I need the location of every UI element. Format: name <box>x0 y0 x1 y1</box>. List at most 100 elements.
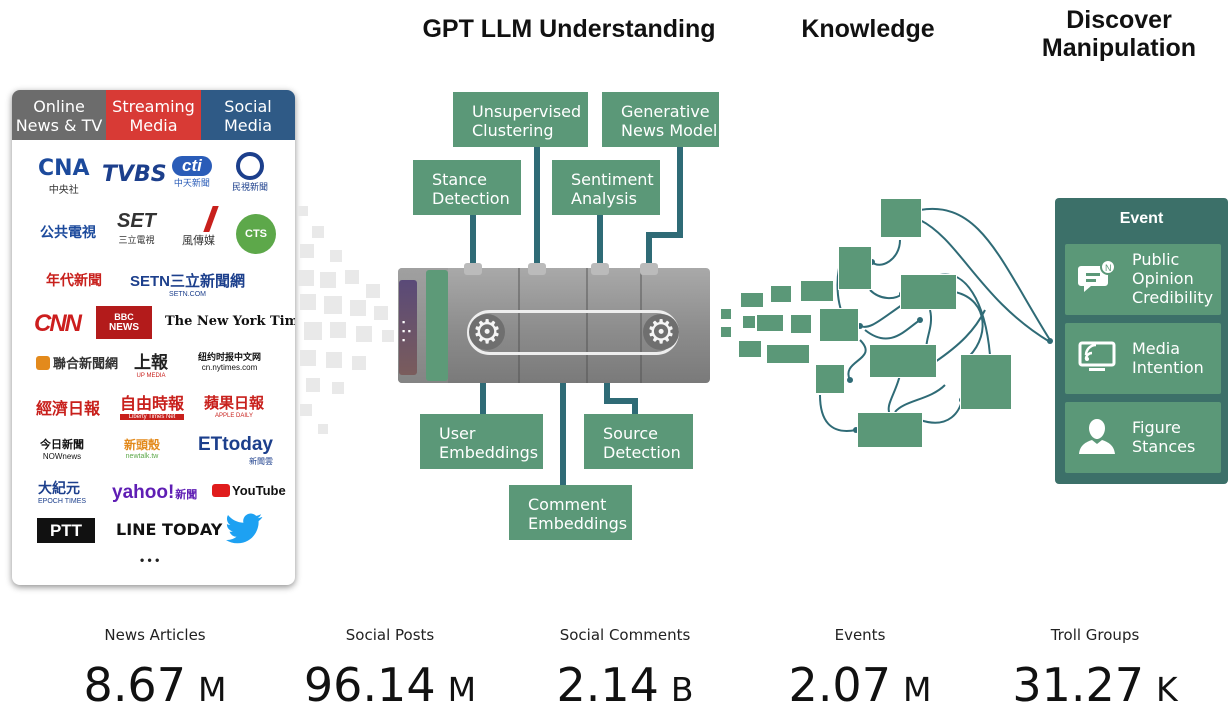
stream-node <box>740 292 764 308</box>
epoch-times-logo: 大紀元 EPOCH TIMES <box>38 478 86 505</box>
twitter-bird-icon <box>224 511 264 552</box>
media-intention-line2: Intention <box>1132 358 1204 377</box>
ctinews-logo-text: cti <box>172 156 212 176</box>
stat-unit: K <box>1156 670 1178 709</box>
graph-edge <box>869 289 903 300</box>
wire-comment <box>560 382 566 488</box>
stream-pixel <box>312 226 324 238</box>
economic-daily-logo: 經濟日報 <box>36 399 101 418</box>
graph-edge <box>919 219 1051 343</box>
bbc-logo-line2: NEWS <box>109 322 139 333</box>
user-embeddings-box: User Embeddings <box>420 414 543 469</box>
media-sources-panel: Online News & TV Streaming Media Social … <box>12 90 295 585</box>
tab-online-news-tv[interactable]: Online News & TV <box>12 90 106 140</box>
comment-embeddings-box: Comment Embeddings <box>509 485 632 540</box>
ctinews-logo: cti 中天新聞 <box>172 156 212 189</box>
gear-icon: ⚙ <box>643 314 679 350</box>
tab-social-media[interactable]: Social Media <box>201 90 295 140</box>
stream-pixel <box>356 326 372 342</box>
source-detection-box: Source Detection <box>584 414 693 469</box>
svg-text:N: N <box>1105 263 1112 273</box>
nytcn-logo-text: 纽约时报中文网 <box>198 352 262 362</box>
udn-logo-text: 聯合新聞網 <box>53 356 119 371</box>
comment-line2: Embeddings <box>528 514 628 533</box>
tab-online-line1: Online <box>33 97 85 116</box>
tab-streaming-media[interactable]: Streaming Media <box>106 90 201 140</box>
person-icon <box>1079 419 1115 454</box>
stream-pixel <box>306 378 320 392</box>
figure-stances-card[interactable]: Figure Stances <box>1065 402 1221 473</box>
figure-stances-line2: Stances <box>1132 437 1196 456</box>
graph-edge <box>954 291 984 361</box>
machine-knob <box>464 263 482 275</box>
stream-pixel <box>300 350 316 366</box>
public-opinion-card[interactable]: N Public Opinion Credibility <box>1065 244 1221 315</box>
graph-node <box>900 274 957 310</box>
tab-streaming-line1: Streaming <box>112 97 195 116</box>
setn-logo-sub: SETN.COM <box>169 291 206 298</box>
generative-line2: News Model <box>621 121 718 140</box>
event-panel: Event N Public Opinion Credibility Media… <box>1055 198 1228 484</box>
graph-node <box>819 308 859 342</box>
ettoday-logo-sub: 新聞雲 <box>248 457 273 466</box>
graph-edge-end <box>847 377 853 383</box>
discover-manipulation-heading: Discover Manipulation <box>1024 8 1214 61</box>
yahoo-logo-cn: 新聞 <box>175 489 198 501</box>
stat-label: News Articles <box>104 626 206 644</box>
stat-value: 31.27 K <box>990 658 1200 709</box>
wire-source-drop <box>632 398 638 416</box>
upmedia-logo-text: 上報 <box>134 353 168 372</box>
nownews-logo-text: 今日新聞 <box>40 439 84 451</box>
stat-number: 96.14 <box>303 658 436 709</box>
cna-logo-sub: 中央社 <box>48 185 79 196</box>
storm-media-logo: 風傳媒 <box>182 206 219 248</box>
graph-edge <box>919 399 963 424</box>
era-news-logo: 年代新聞 <box>46 272 102 288</box>
ltn-logo-text: 自由時報 <box>120 394 185 413</box>
public-opinion-line3: Credibility <box>1132 288 1214 307</box>
discover-heading-line1: Discover <box>1066 6 1172 34</box>
newtalk-logo-sub: newtalk.tw <box>125 453 159 460</box>
graph-node <box>857 412 923 448</box>
graph-edge <box>859 304 903 328</box>
ftv-logo: 民視新聞 <box>232 152 268 193</box>
yahoo-logo-text: yahoo! <box>112 482 175 503</box>
twitter-bird-svg <box>226 513 263 544</box>
set-logo: SET 三立電視 <box>117 210 156 246</box>
gear-icon: ⚙ <box>469 314 505 350</box>
stream-pixel <box>320 272 336 288</box>
stream-node <box>720 308 732 320</box>
machine-knob <box>591 263 609 275</box>
stream-node <box>742 315 756 329</box>
machine-green-stripe <box>426 270 448 381</box>
machine-knob <box>528 263 546 275</box>
stream-pixel <box>298 270 314 286</box>
ftv-logo-mark <box>236 152 264 180</box>
stream-pixel <box>345 270 359 284</box>
yahoo-news-logo: yahoo!新聞 <box>112 482 197 504</box>
set-logo-text: SET <box>117 210 156 232</box>
ftv-logo-sub: 民視新聞 <box>232 182 269 192</box>
setn-logo: SETN三立新聞網 SETN.COM <box>130 270 245 298</box>
wire-unsupervised <box>534 146 540 266</box>
intake-dots: ▪▪ ▪▪ <box>402 317 411 345</box>
user-line2: Embeddings <box>439 443 539 462</box>
setn-logo-text: SETN三立新聞網 <box>130 273 246 290</box>
bbc-news-logo: BBC NEWS <box>96 306 152 339</box>
stat-number: 8.67 <box>83 658 186 709</box>
figure-stances-label: Figure Stances <box>1132 418 1195 456</box>
media-intention-card[interactable]: Media Intention <box>1065 323 1221 394</box>
stat-number: 31.27 <box>1012 658 1145 709</box>
broadcast-monitor-icon <box>1078 341 1116 371</box>
graph-edge-end <box>1047 338 1053 344</box>
epoch-logo-text: 大紀元 <box>38 481 80 497</box>
figure-stances-line1: Figure <box>1132 418 1181 437</box>
stat-number: 2.14 <box>556 658 659 709</box>
youtube-play-icon <box>212 484 230 497</box>
stance-line1: Stance <box>432 170 488 189</box>
stream-node <box>756 314 784 332</box>
stream-pixel <box>298 206 308 216</box>
